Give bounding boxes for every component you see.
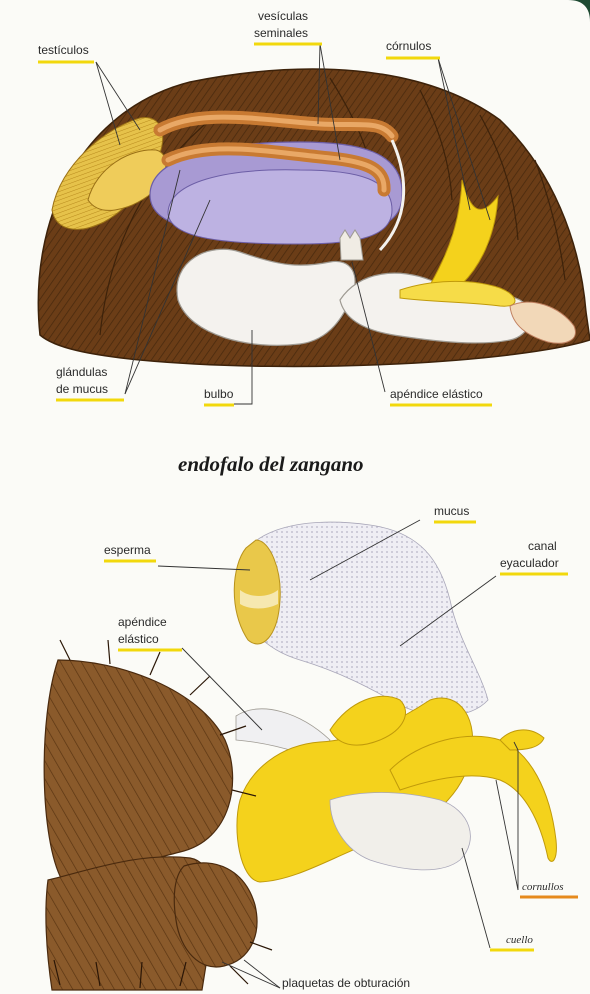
label-testiculos: testículos	[38, 43, 89, 57]
mucus-gland-shape	[168, 170, 392, 244]
label-cuello: cuello	[506, 934, 533, 946]
label-apendice: apéndice	[118, 615, 167, 629]
label-elastico: elástico	[118, 632, 159, 646]
label-cornullos: cornullos	[522, 881, 564, 893]
label-eyaculador: eyaculador	[500, 556, 559, 570]
label-apendice-elastico: apéndice elástico	[390, 387, 483, 401]
label-mucus: mucus	[434, 504, 469, 518]
label-seminales: seminales	[254, 26, 308, 40]
label-vesiculas: vesículas	[258, 9, 308, 23]
diagram-title: endofalo del zangano	[178, 452, 364, 476]
label-canal: canal	[528, 539, 557, 553]
label-cornulos: córnulos	[386, 39, 431, 53]
label-esperma: esperma	[104, 543, 151, 557]
label-de-mucus: de mucus	[56, 382, 108, 396]
label-plaquetas: plaquetas de obturación	[282, 976, 410, 990]
label-glandulas: glándulas	[56, 365, 107, 379]
label-bulbo: bulbo	[204, 387, 234, 401]
